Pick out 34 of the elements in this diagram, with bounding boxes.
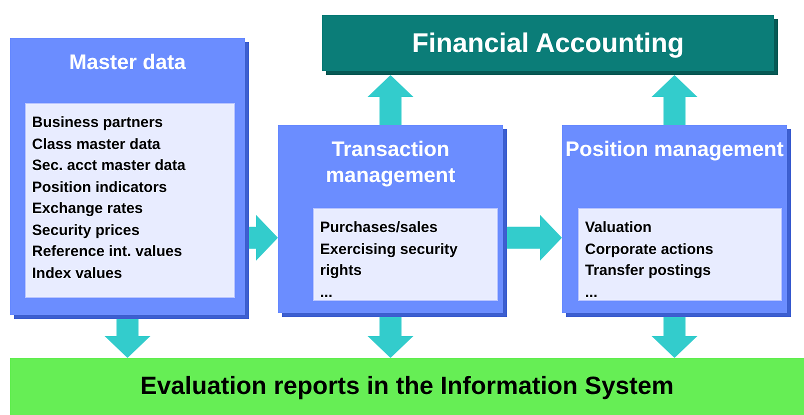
list-item: Purchases/sales bbox=[320, 218, 439, 238]
heading: Evaluation reports in the Information System bbox=[140, 372, 674, 401]
list-item: Business partners bbox=[32, 113, 164, 133]
list-panel bbox=[578, 208, 782, 301]
block-arrow bbox=[652, 317, 698, 358]
list-item: Exchange rates bbox=[32, 199, 144, 219]
heading: Transaction management bbox=[324, 137, 456, 189]
title-banner bbox=[322, 15, 774, 71]
list-item: Reference int. values bbox=[32, 242, 184, 262]
report-band bbox=[10, 358, 804, 415]
heading: Financial Accounting bbox=[412, 28, 684, 58]
list-item: Exercising security rights bbox=[320, 240, 459, 281]
list-item: Valuation bbox=[585, 218, 653, 238]
module-box bbox=[562, 125, 787, 313]
block-arrow bbox=[249, 214, 278, 261]
list-panel bbox=[25, 103, 235, 298]
block-arrow bbox=[368, 75, 414, 125]
list-panel bbox=[313, 208, 498, 301]
module-box bbox=[10, 38, 245, 315]
list-item: Index values bbox=[32, 264, 124, 284]
list-item: ... bbox=[585, 282, 599, 302]
list-item: Sec. acct master data bbox=[32, 156, 186, 176]
list-item: Class master data bbox=[32, 134, 162, 154]
block-arrow bbox=[652, 75, 698, 125]
list-item: ... bbox=[320, 282, 334, 302]
heading: Position management bbox=[564, 137, 785, 163]
block-arrow bbox=[368, 317, 414, 358]
list-item: Security prices bbox=[32, 220, 141, 240]
heading: Master data bbox=[68, 50, 187, 76]
list-item: Transfer postings bbox=[585, 261, 712, 281]
list-item: Position indicators bbox=[32, 178, 168, 198]
module-box bbox=[278, 125, 503, 313]
list-item: Corporate actions bbox=[585, 240, 714, 260]
block-arrow bbox=[507, 214, 562, 261]
